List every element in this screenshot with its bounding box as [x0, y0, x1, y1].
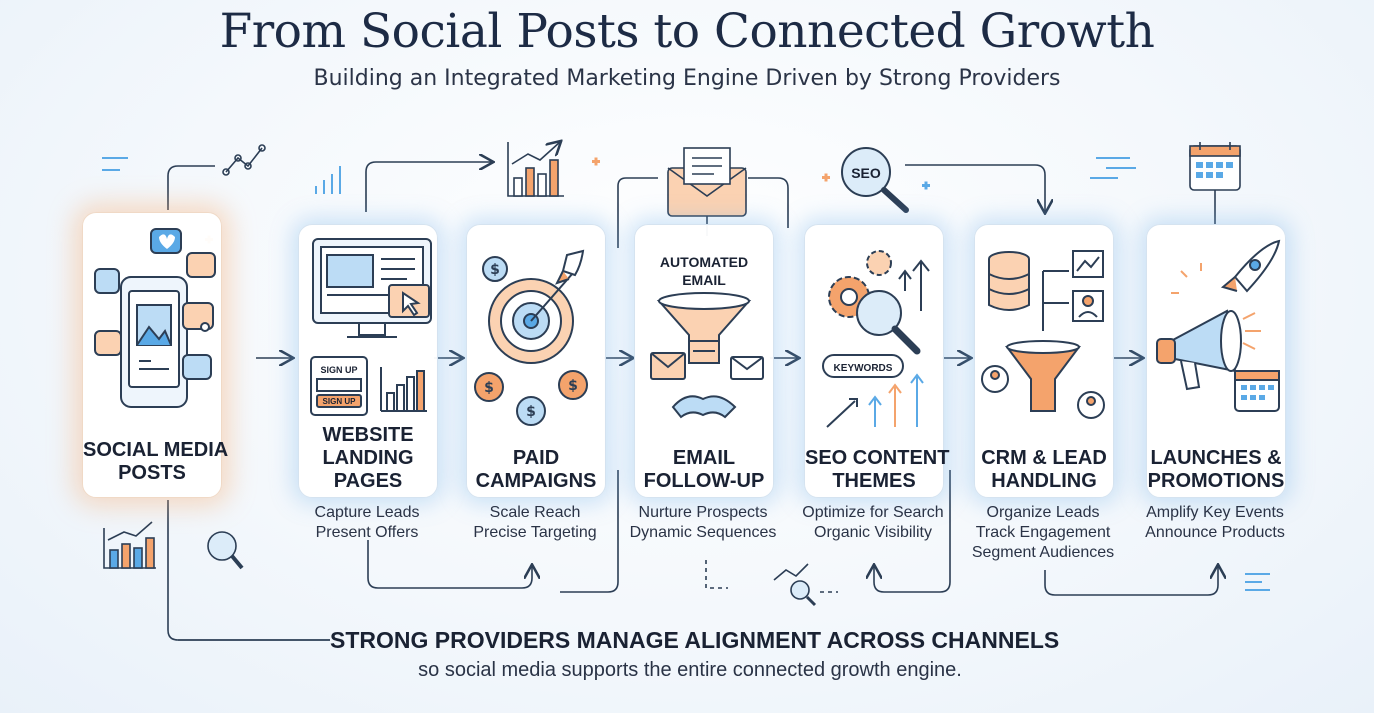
stage-title: PAID CAMPAIGNS	[475, 447, 597, 492]
monitor-landing-page-icon: SIGN UP SIGN UP	[310, 238, 432, 416]
stage-card-launches-promotions[interactable]: LAUNCHES & PROMOTIONS	[1146, 224, 1286, 498]
stage-title: CRM & LEAD HANDLING	[981, 447, 1107, 492]
stage-card-paid-campaigns[interactable]: $ $ $ $ PAID CAMPAIGNS	[466, 224, 606, 498]
target-rocket-icon: $ $ $ $	[474, 249, 588, 426]
social-media-phone-icon	[94, 228, 216, 408]
megaphone-rocket-icon	[1156, 239, 1281, 412]
svg-text:$: $	[568, 378, 578, 394]
stage-title: SOCIAL MEDIA POSTS	[83, 439, 229, 484]
stage-description-email: Nurture Prospects Dynamic Sequences	[629, 504, 777, 541]
seo-gears-magnifier-icon: KEYWORDS	[822, 250, 930, 428]
svg-text:EMAIL: EMAIL	[682, 272, 726, 288]
stage-description-seo: Optimize for Search Organic Visibility	[802, 504, 944, 541]
stage-description-website: Capture Leads Present Offers	[314, 504, 420, 541]
svg-text:$: $	[490, 262, 500, 278]
stage-description-paid: Scale Reach Precise Targeting	[473, 504, 597, 541]
keywords-tag-label: KEYWORDS	[834, 363, 893, 374]
email-funnel-handshake-icon: AUTOMATED EMAIL	[650, 254, 764, 419]
crm-database-funnel-icon	[981, 250, 1105, 419]
stage-title: WEBSITE LANDING PAGES	[322, 424, 414, 492]
stage-title: EMAIL FOLLOW-UP	[643, 447, 765, 492]
page-subtitle: Building an Integrated Marketing Engine …	[313, 66, 1061, 91]
stage-card-seo-content[interactable]: KEYWORDS SEO CONTENT THEMES	[804, 224, 950, 498]
page-title: From Social Posts to Connected Growth	[219, 4, 1155, 59]
svg-text:$: $	[484, 380, 494, 396]
seo-badge-label: SEO	[851, 165, 881, 181]
footer-title: STRONG PROVIDERS MANAGE ALIGNMENT ACROSS…	[330, 627, 1060, 653]
sign-up-field-label: SIGN UP	[320, 365, 357, 375]
svg-text:$: $	[526, 404, 536, 420]
stage-card-crm-lead-handling[interactable]: CRM & LEAD HANDLING	[974, 224, 1114, 498]
stage-description-crm: Organize Leads Track Engagement Segment …	[971, 504, 1115, 561]
stage-card-website-landing-pages[interactable]: SIGN UP SIGN UP WEBSITE LANDING PAGES	[298, 224, 438, 498]
stage-title: LAUNCHES & PROMOTIONS	[1147, 447, 1285, 492]
automated-email-label: AUTOMATED	[660, 254, 748, 270]
footer-subtitle: so social media supports the entire conn…	[418, 659, 962, 681]
stage-card-social-media[interactable]: SOCIAL MEDIA POSTS	[82, 212, 229, 498]
stage-card-email-follow-up[interactable]: AUTOMATED EMAIL EMAIL FOLLOW-UP	[634, 224, 774, 498]
stage-title: SEO CONTENT THEMES	[805, 447, 950, 492]
sign-up-button-label: SIGN UP	[323, 397, 357, 406]
stage-description-launches: Amplify Key Events Announce Products	[1145, 504, 1285, 541]
